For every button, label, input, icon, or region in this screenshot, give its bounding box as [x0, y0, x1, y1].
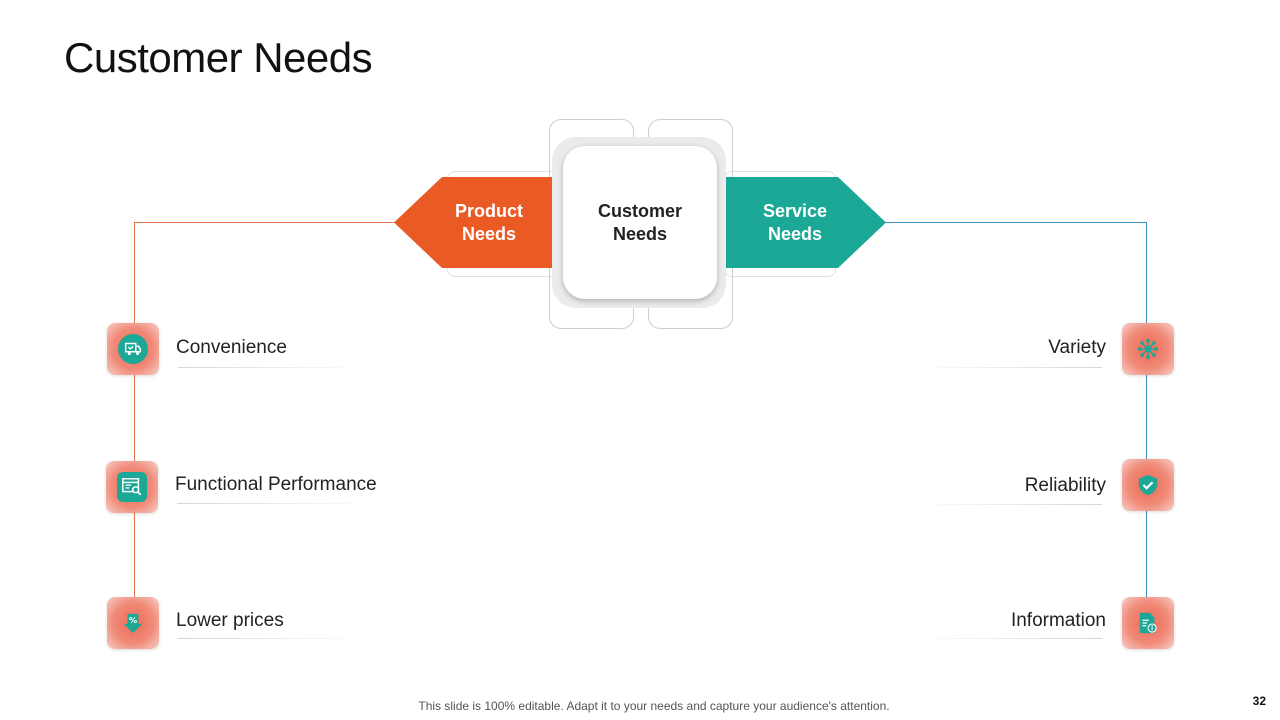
service-needs-arrow: Service Needs — [726, 177, 886, 268]
variety-label: Variety — [1048, 337, 1106, 358]
convenience-label: Convenience — [176, 337, 287, 358]
lower-prices-icon-box: % — [107, 597, 159, 649]
reliability-underline — [912, 504, 1102, 505]
information-underline — [912, 638, 1102, 639]
center-label: Customer Needs — [597, 200, 682, 244]
shield-check-icon — [1133, 470, 1163, 500]
reliability-icon-box — [1122, 459, 1174, 511]
lower-prices-underline — [178, 638, 368, 639]
convenience-underline — [178, 367, 368, 368]
page-number: 32 — [1252, 694, 1266, 708]
lower-prices-label: Lower prices — [176, 610, 284, 631]
truck-check-icon — [118, 334, 148, 364]
service-needs-label: Service Needs — [762, 200, 828, 244]
slide-title: Customer Needs — [64, 34, 373, 81]
percent-down-icon: % — [118, 608, 148, 638]
network-icon — [1133, 334, 1163, 364]
variety-underline — [912, 367, 1102, 368]
product-needs-label: Product Needs — [454, 200, 523, 244]
variety-icon-box — [1122, 323, 1174, 375]
left-connector-vertical — [134, 222, 135, 624]
convenience-icon-box — [107, 323, 159, 375]
browser-search-icon — [117, 472, 147, 502]
information-icon-box — [1122, 597, 1174, 649]
product-needs-arrow: Product Needs — [394, 177, 554, 268]
right-connector-horizontal — [884, 222, 1147, 223]
customer-needs-center: Customer Needs — [563, 146, 717, 299]
svg-text:%: % — [129, 615, 137, 625]
functional-performance-label: Functional Performance — [175, 474, 377, 495]
right-connector-vertical — [1146, 222, 1147, 624]
document-info-icon — [1133, 608, 1163, 638]
information-label: Information — [1010, 610, 1106, 631]
functional-performance-icon-box — [106, 461, 158, 513]
reliability-label: Reliability — [1024, 475, 1106, 496]
footer-note: This slide is 100% editable. Adapt it to… — [418, 699, 890, 713]
left-connector-horizontal — [134, 222, 396, 223]
functional-performance-underline — [177, 503, 377, 504]
